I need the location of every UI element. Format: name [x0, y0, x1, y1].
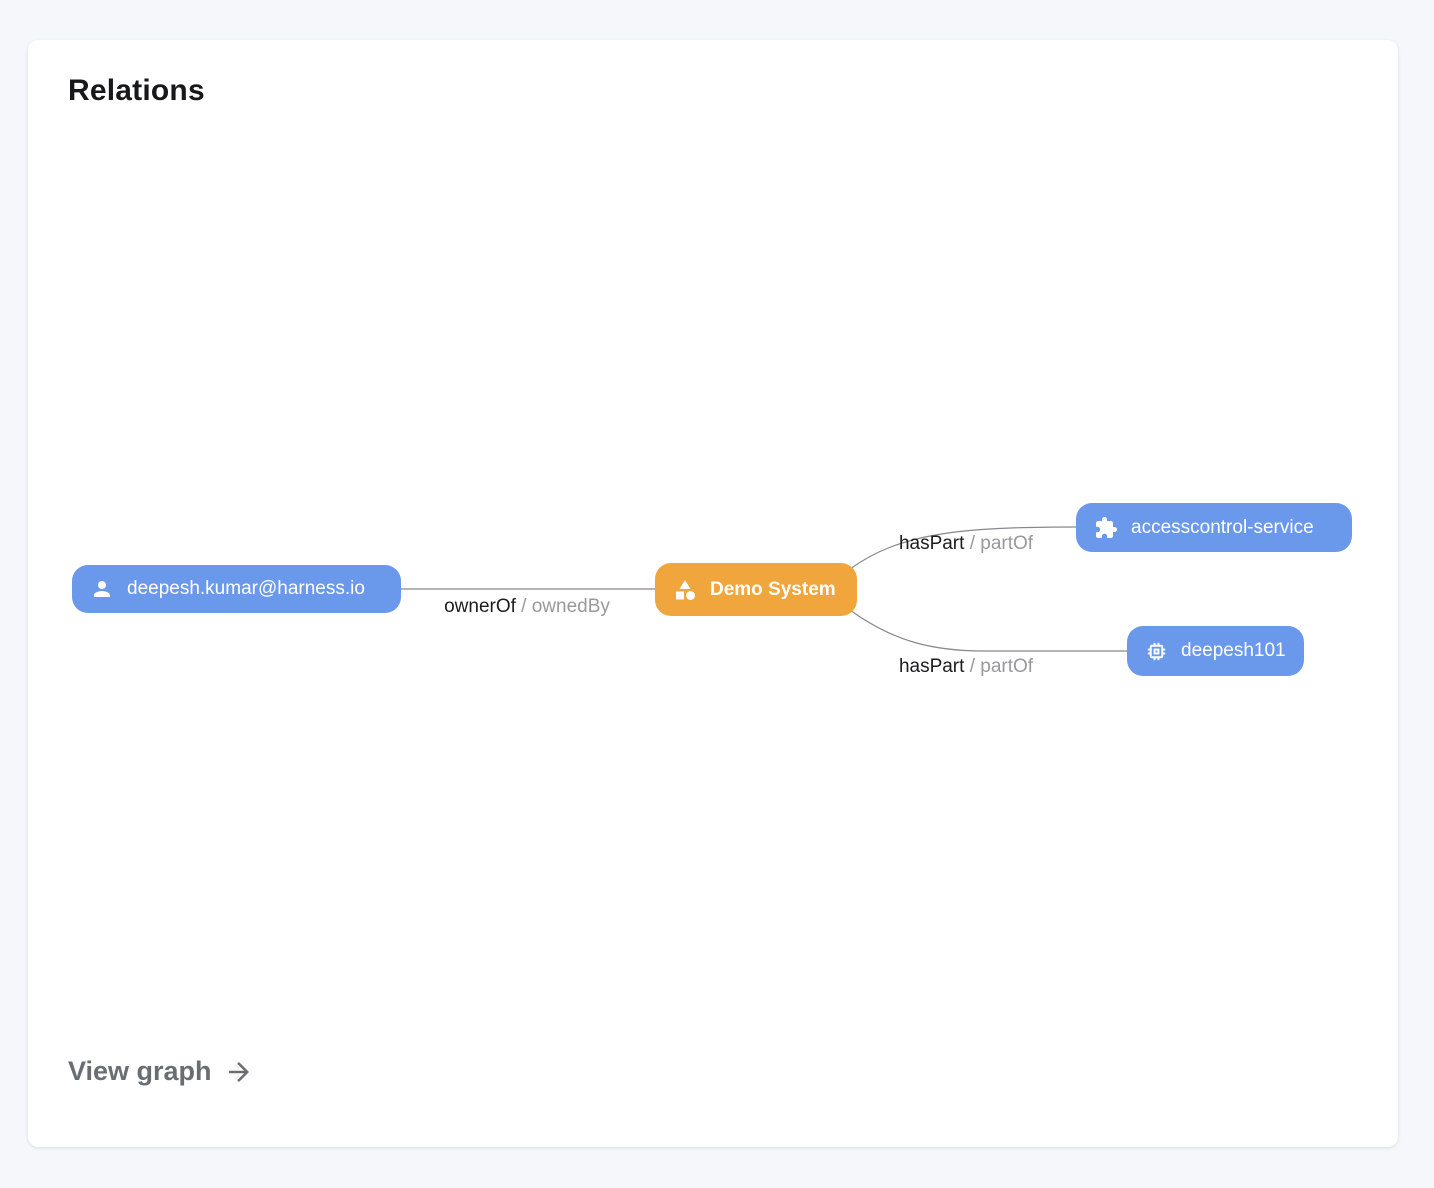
relations-graph: deepesh.kumar@harness.io Demo System acc…	[28, 40, 1398, 1147]
view-graph-label: View graph	[68, 1056, 212, 1086]
category-icon	[673, 578, 697, 602]
edge-line-haspart-bottom	[849, 609, 1127, 652]
relations-card: Relations deepesh.kumar@harness.io Demo …	[28, 40, 1398, 1147]
graph-node-system[interactable]: Demo System	[655, 563, 857, 616]
edge-lines	[401, 526, 1127, 652]
arrow-right-icon	[224, 1057, 254, 1087]
person-icon	[90, 577, 114, 601]
graph-node-user[interactable]: deepesh.kumar@harness.io	[72, 565, 401, 613]
graph-node-service[interactable]: accesscontrol-service	[1076, 503, 1352, 552]
edge-label-ownerof: ownerOf / ownedBy	[444, 596, 610, 617]
node-label: Demo System	[710, 578, 836, 600]
puzzle-icon	[1094, 516, 1118, 540]
edge-label-haspart-bottom: hasPart / partOf	[898, 656, 1034, 677]
node-label: deepesh.kumar@harness.io	[127, 578, 365, 599]
edge-label-haspart-top: hasPart / partOf	[898, 533, 1034, 554]
graph-node-resource[interactable]: deepesh101	[1127, 626, 1304, 676]
chip-icon	[1145, 640, 1168, 663]
node-label: deepesh101	[1181, 640, 1286, 661]
view-graph-link[interactable]: View graph	[68, 1056, 254, 1087]
node-label: accesscontrol-service	[1131, 516, 1314, 538]
card-title: Relations	[68, 74, 205, 107]
edge-line-haspart-top	[849, 526, 1077, 570]
